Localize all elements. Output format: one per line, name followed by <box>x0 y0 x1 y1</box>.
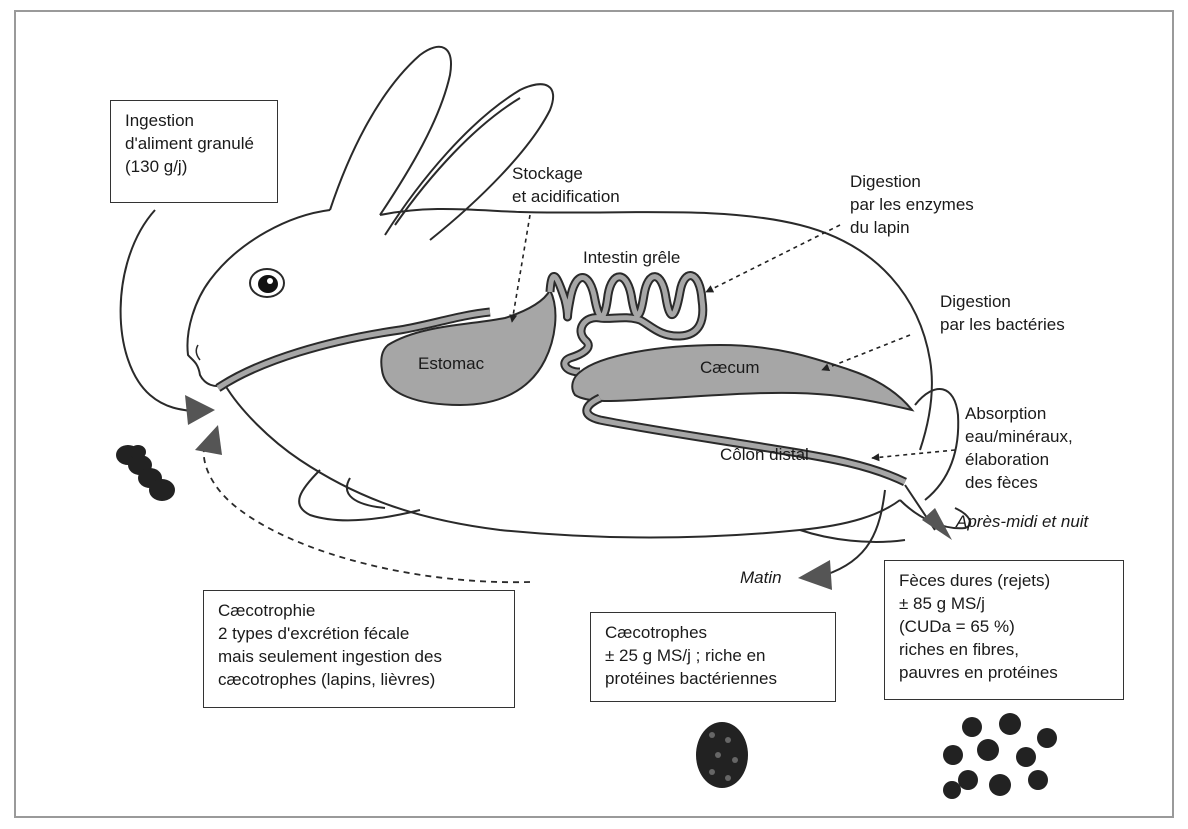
excretion-arrow-soft <box>825 490 885 575</box>
caecotrophie-box: Cæcotrophie 2 types d'excrétion fécale m… <box>203 590 515 708</box>
caecotrophes-box: Cæcotrophes ± 25 g MS/j ; riche en proté… <box>590 612 836 702</box>
label-intestin-grele: Intestin grêle <box>583 246 680 269</box>
label-matin: Matin <box>740 566 782 589</box>
ingestion-arrowhead <box>185 395 215 425</box>
label-apres-midi: Après-midi et nuit <box>956 510 1088 533</box>
rabbit-eye <box>258 275 278 293</box>
ingestion-box: Ingestion d'aliment granulé (130 g/j) <box>110 100 278 203</box>
label-stockage: Stockage et acidification <box>512 162 620 208</box>
caecotrophe-chain-left <box>116 445 175 501</box>
label-caecum: Cæcum <box>700 356 760 379</box>
colon <box>587 398 905 482</box>
caecotrophy-arrowhead <box>195 425 222 455</box>
stomach-organ <box>381 290 555 405</box>
label-estomac: Estomac <box>418 352 484 375</box>
ingestion-arrow <box>121 210 200 412</box>
hard-feces-pellets <box>943 713 1057 799</box>
caecotrophy-return-arrow <box>204 445 530 582</box>
label-colon-distal: Côlon distal <box>720 443 809 466</box>
label-digestion-bacteries: Digestion par les bactéries <box>940 290 1065 336</box>
label-digestion-enzymes: Digestion par les enzymes du lapin <box>850 170 974 239</box>
feces-dures-box: Fèces dures (rejets) ± 85 g MS/j (CUDa =… <box>884 560 1124 700</box>
caecotrophe-berry <box>696 722 748 788</box>
label-absorption: Absorption eau/minéraux, élaboration des… <box>965 402 1073 494</box>
